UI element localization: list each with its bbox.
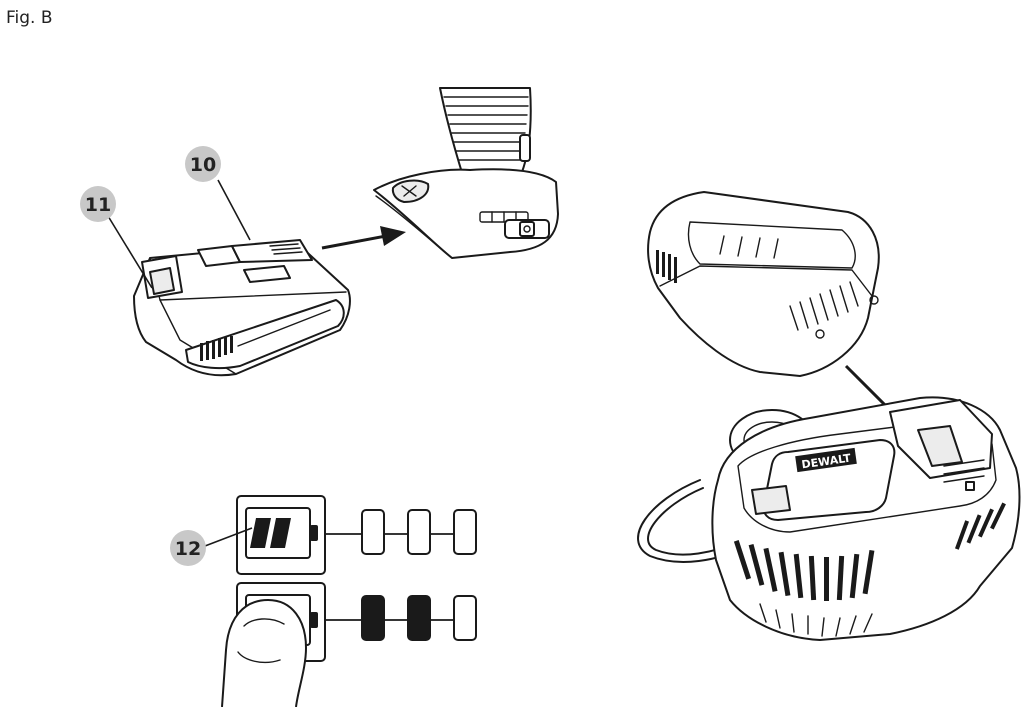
callout-10-number: 10 — [190, 154, 216, 176]
callout-12-number: 12 — [175, 538, 201, 560]
callout-11: 11 — [80, 186, 153, 289]
drill-handle — [373, 87, 559, 259]
battery-pack-right — [647, 191, 880, 377]
battery-charger: DEWALT — [637, 396, 1021, 641]
finger — [221, 599, 307, 707]
fuel-gauge-row-pressed — [221, 582, 477, 707]
battery-pack — [133, 239, 351, 377]
figure-label: Fig. B — [6, 8, 53, 28]
callout-10: 10 — [185, 146, 251, 241]
insert-arrow — [321, 226, 406, 250]
callout-11-number: 11 — [85, 194, 111, 216]
callout-12: 12 — [170, 527, 253, 566]
fuel-gauge-row-before-press — [236, 495, 477, 575]
